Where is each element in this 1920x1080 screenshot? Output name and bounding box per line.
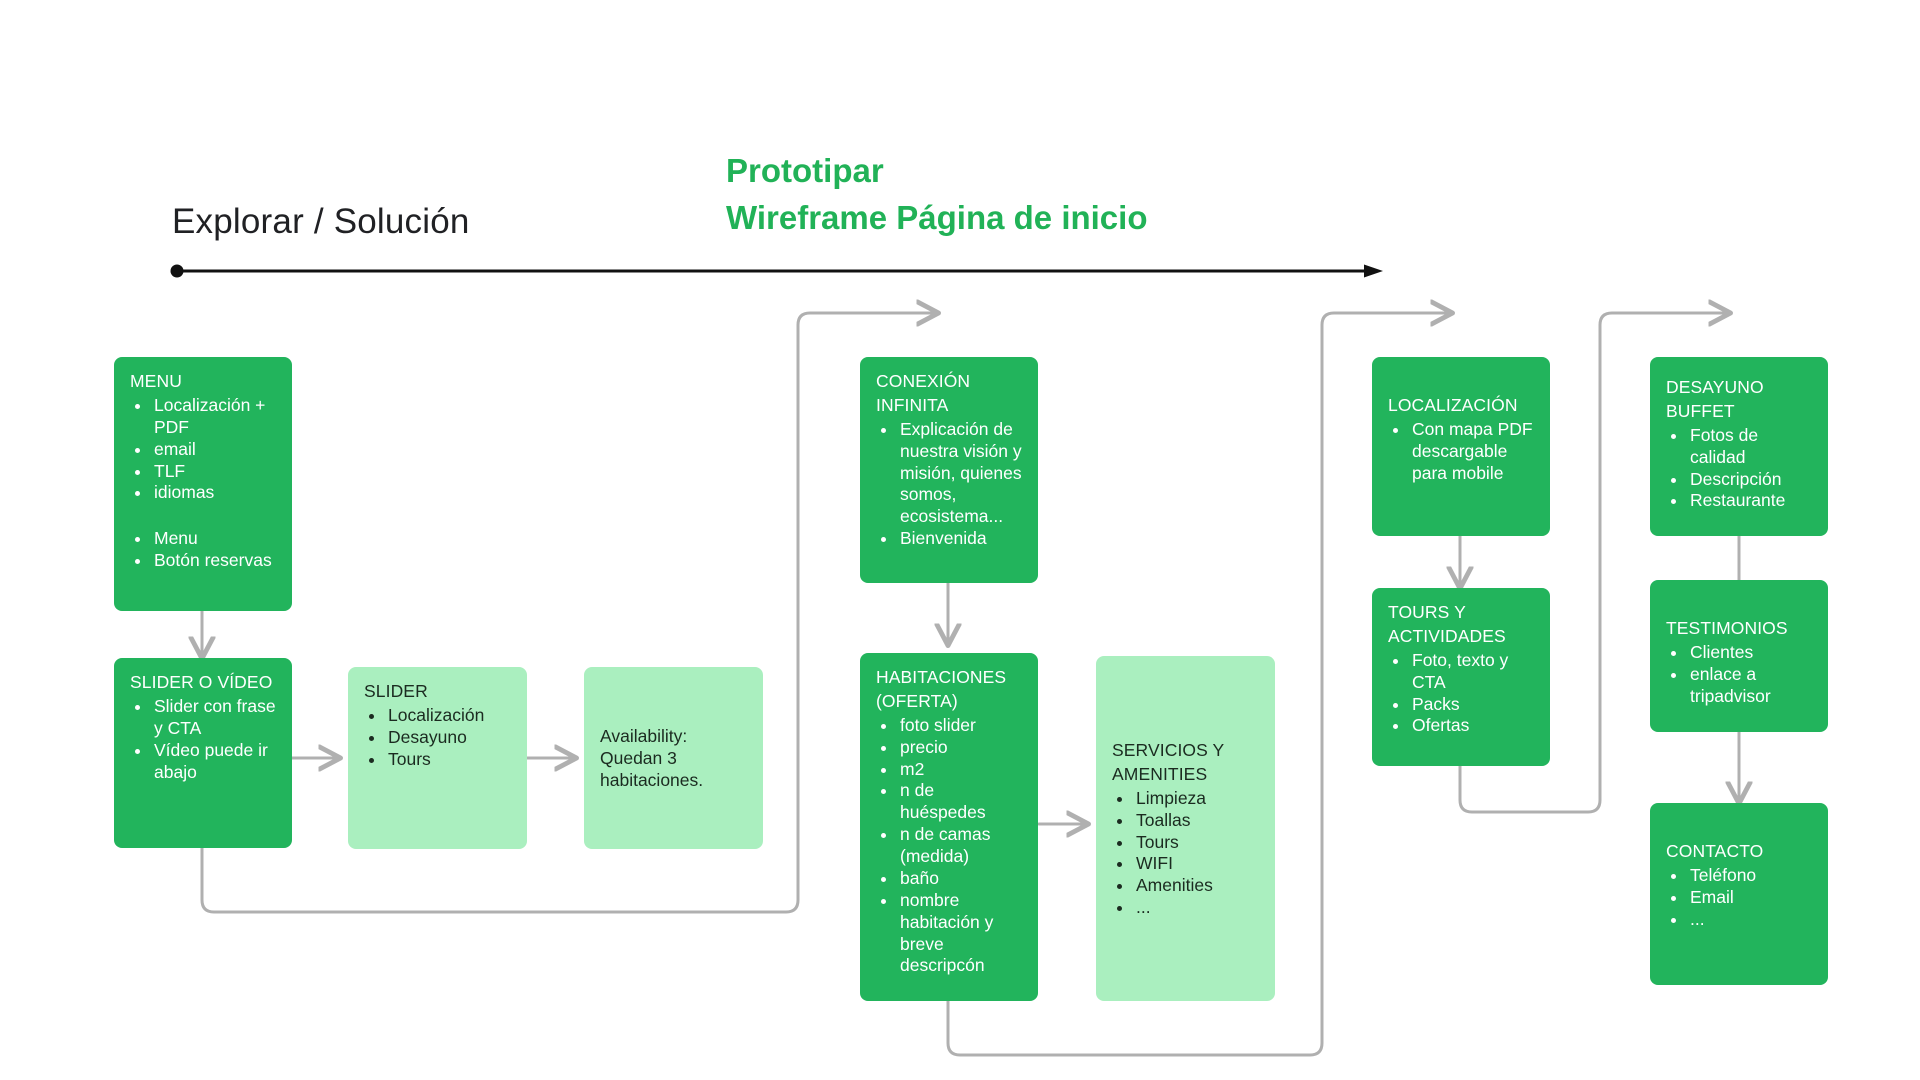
list-item: Limpieza [1134,788,1259,810]
node-servicios-content: SERVICIOS Y AMENITIES Limpieza Toallas T… [1112,740,1259,919]
node-tours-title-line-2: ACTIVIDADES [1388,625,1506,646]
list-item-spacer [152,504,276,528]
list-item: Slider con frase y CTA [152,696,276,740]
list-item: Teléfono [1688,865,1812,887]
page-title: Prototipar Wireframe Página de inicio [726,148,1148,242]
list-item: n de huéspedes [898,780,1022,824]
list-item: Foto, texto y CTA [1410,650,1534,694]
node-conexion-list: Explicación de nuestra visión y misión, … [876,419,1022,550]
node-servicios-list: Limpieza Toallas Tours WIFI Amenities ..… [1112,788,1259,919]
list-item: Explicación de nuestra visión y misión, … [898,419,1022,528]
node-testimonios-list: Clientes enlace a tripadvisor [1666,642,1812,708]
node-desayuno-title-line-1: DESAYUNO [1666,377,1764,397]
node-desayuno-buffet[interactable]: DESAYUNO BUFFET Fotos de calidad Descrip… [1650,357,1828,536]
list-item: ... [1688,909,1812,931]
node-availability-line-1: Availability: [600,726,688,747]
node-testimonios[interactable]: TESTIMONIOS Clientes enlace a tripadviso… [1650,580,1828,732]
node-habitaciones-title-line-1: HABITACIONES [876,667,1007,687]
list-item: baño [898,868,1022,890]
list-item: Packs [1410,694,1534,716]
node-desayuno-list: Fotos de calidad Descripción Restaurante [1666,425,1812,513]
node-contacto-list: Teléfono Email ... [1666,865,1812,931]
list-item: Toallas [1134,810,1259,832]
node-menu-list: Localización + PDF email TLF idiomas Men… [130,395,276,572]
list-item: Fotos de calidad [1688,425,1812,469]
list-item: Localización [386,705,511,727]
node-availability-line-3: habitaciones. [600,769,704,790]
list-item: idiomas [152,482,276,504]
node-slider[interactable]: SLIDER Localización Desayuno Tours [348,667,527,849]
list-item: ... [1134,897,1259,919]
list-item: WIFI [1134,853,1259,875]
list-item: enlace a tripadvisor [1688,664,1812,708]
list-item: Descripción [1688,469,1812,491]
list-item: Menu [152,528,276,550]
list-item: Clientes [1688,642,1812,664]
node-slider-video-title: SLIDER O VÍDEO [130,672,273,692]
list-item: n de camas (medida) [898,824,1022,868]
node-contacto-title: CONTACTO [1666,841,1764,861]
list-item: Con mapa PDF descargable para mobile [1410,419,1534,485]
list-item: Amenities [1134,875,1259,897]
node-conexion-title-line-2: INFINITA [876,394,949,415]
node-tours-title-line-1: TOURS Y [1388,602,1466,622]
list-item: Tours [386,749,511,771]
timeline-arrow [170,264,1383,278]
node-slider-video-list: Slider con frase y CTA Vídeo puede ir ab… [130,696,276,784]
node-conexion-infinita[interactable]: CONEXIÓN INFINITA Explicación de nuestra… [860,357,1038,583]
node-habitaciones-list: foto slider precio m2 n de huéspedes n d… [876,715,1022,978]
list-item: Bienvenida [898,528,1022,550]
node-servicios-title-line-1: SERVICIOS Y [1112,740,1225,760]
node-localizacion-title: LOCALIZACIÓN [1388,395,1518,415]
list-item: Vídeo puede ir abajo [152,740,276,784]
node-contacto[interactable]: CONTACTO Teléfono Email ... [1650,803,1828,985]
page-title-line-2: Wireframe Página de inicio [726,198,1148,236]
node-availability-text: Availability: Quedan 3 habitaciones. [600,726,703,792]
node-servicios-title-line-2: AMENITIES [1112,763,1208,784]
list-item: precio [898,737,1022,759]
list-item: Ofertas [1410,715,1534,737]
page-title-line-1: Prototipar [726,152,884,189]
list-item: Tours [1134,832,1259,854]
node-menu[interactable]: MENU Localización + PDF email TLF idioma… [114,357,292,611]
list-item: email [152,439,276,461]
node-habitaciones-title-line-2: (OFERTA) [876,690,958,711]
list-item: TLF [152,461,276,483]
node-conexion-title-line-1: CONEXIÓN [876,371,971,391]
node-availability[interactable]: Availability: Quedan 3 habitaciones. [584,667,763,849]
page-phase-label: Explorar / Solución [172,202,470,241]
list-item: Email [1688,887,1812,909]
list-item: nombre habitación y breve descripcón [898,890,1022,978]
list-item: m2 [898,759,1022,781]
node-tours-actividades[interactable]: TOURS Y ACTIVIDADES Foto, texto y CTA Pa… [1372,588,1550,766]
node-slider-title: SLIDER [364,681,428,701]
node-localizacion[interactable]: LOCALIZACIÓN Con mapa PDF descargable pa… [1372,357,1550,536]
list-item: Restaurante [1688,490,1812,512]
node-availability-line-2: Quedan 3 [600,748,677,769]
node-localizacion-list: Con mapa PDF descargable para mobile [1388,419,1534,485]
list-item: Desayuno [386,727,511,749]
list-item: foto slider [898,715,1022,737]
list-item: Localización + PDF [152,395,276,439]
node-testimonios-title: TESTIMONIOS [1666,618,1788,638]
node-slider-video[interactable]: SLIDER O VÍDEO Slider con frase y CTA Ví… [114,658,292,848]
node-slider-list: Localización Desayuno Tours [364,705,511,771]
node-desayuno-title-line-2: BUFFET [1666,400,1735,421]
node-tours-list: Foto, texto y CTA Packs Ofertas [1388,650,1534,738]
node-servicios-amenities[interactable]: SERVICIOS Y AMENITIES Limpieza Toallas T… [1096,656,1275,1001]
node-habitaciones[interactable]: HABITACIONES (OFERTA) foto slider precio… [860,653,1038,1001]
node-menu-title: MENU [130,371,182,391]
list-item: Botón reservas [152,550,276,572]
